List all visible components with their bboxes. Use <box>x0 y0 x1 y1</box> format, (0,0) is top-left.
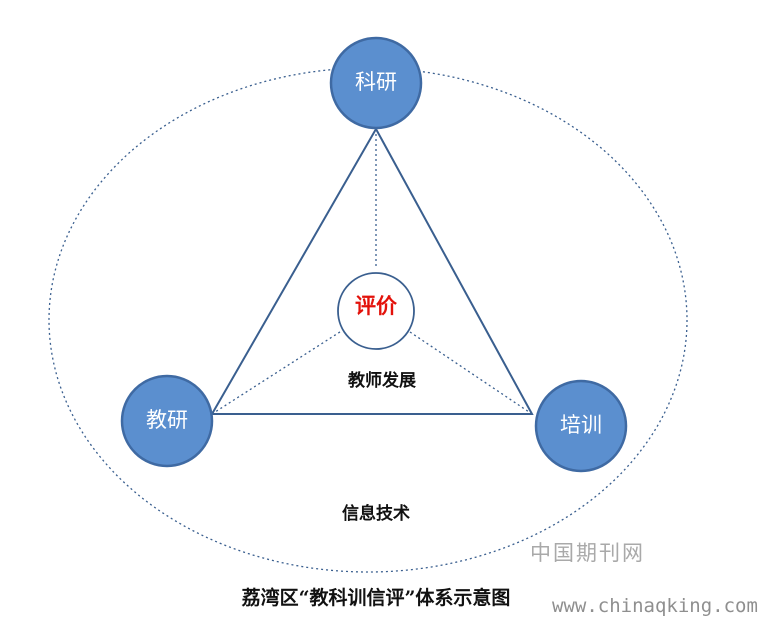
outer-ellipse <box>48 67 688 573</box>
node-center-label: 评价 <box>355 294 398 318</box>
diagram-caption: 荔湾区“教科训信评”体系示意图 <box>242 586 511 609</box>
outer-label: 信息技术 <box>342 503 410 524</box>
connector-left-center <box>211 329 344 415</box>
node-left-label: 教研 <box>146 408 188 432</box>
center-circle <box>337 272 415 350</box>
node-right-label: 培训 <box>560 413 602 437</box>
node-top-label: 科研 <box>355 70 397 94</box>
connector-right-center <box>409 331 533 415</box>
inner-label: 教师发展 <box>347 370 416 391</box>
node-right <box>534 379 628 473</box>
node-top <box>329 36 423 130</box>
triangle <box>210 126 534 415</box>
watermark-site-name: 中国期刊网 <box>530 541 645 565</box>
node-left <box>120 374 214 468</box>
watermark-url: www.chinaqking.com <box>552 595 758 617</box>
